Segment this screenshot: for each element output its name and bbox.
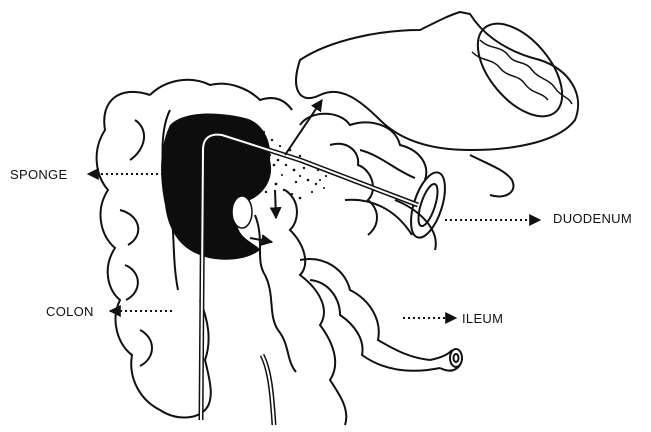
stomach (296, 9, 578, 150)
sponge-label: SPONGE (10, 168, 67, 181)
colon-label: COLON (46, 305, 94, 318)
arrow-right (250, 238, 272, 242)
small-intestine (255, 114, 440, 425)
ileum-tube (430, 349, 462, 371)
duodenum-label: DUODENUM (553, 212, 632, 225)
sponge-gap (232, 196, 252, 228)
ileum-label: ILEUM (462, 312, 503, 325)
label-pointers (88, 174, 540, 318)
arrow-down (275, 190, 276, 218)
